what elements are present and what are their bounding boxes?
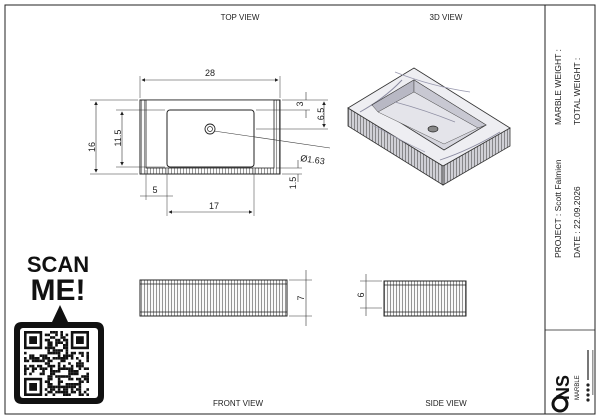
top-view-drain [204,123,216,135]
front-view-body [139,279,288,317]
3d-view-label: 3D VIEW [430,13,463,22]
social-icons [586,350,594,402]
side-view-body [383,280,467,317]
logo-text: NS [553,375,573,400]
dim-overall-depth: 16 [87,142,97,152]
scan-me-line2: ME! [31,274,86,307]
dim-offset-left: 5 [152,185,157,195]
dim-basin-length: 17 [209,201,219,211]
top-view-label: TOP VIEW [221,13,260,22]
3d-view [347,67,511,186]
date-label: DATE : 22.09.2026 [572,186,582,258]
qr-code [24,331,89,396]
company-logo: NS MARBLE [551,350,594,413]
front-view: 7 [139,270,312,326]
scan-me-block: SCAN ME! [14,252,104,404]
dim-overall-length: 28 [205,68,215,78]
dim-front-height: 7 [296,295,306,300]
marble-weight-label: MARBLE WEIGHT : [553,49,563,125]
total-weight-label: TOTAL WEIGHT : [572,58,582,125]
title-block: MARBLE WEIGHT : TOTAL WEIGHT : PROJECT :… [551,49,594,413]
side-view: 6 [356,274,467,317]
scan-me-line1: SCAN [27,252,89,277]
3d-drain [427,125,439,133]
dim-rim-back-total: 6.5 [316,108,326,121]
sheet-border [4,4,596,415]
dim-rim-front: 1.5 [288,177,298,190]
front-view-label: FRONT VIEW [213,399,264,408]
dim-basin-depth: 11.5 [113,130,123,147]
side-view-label: SIDE VIEW [425,399,467,408]
top-view [139,99,281,175]
logo-subtext: MARBLE [575,375,581,400]
dim-side-height: 6 [356,292,366,297]
project-label: PROJECT : Scott Falmien [553,159,563,258]
dim-rim-back: 3 [295,101,305,106]
top-view-dimensions: 28 16 11.5 3 6.5 1.5 5 17 [87,68,331,216]
top-view-basin [166,109,255,168]
dim-drain-diameter: Ø1.63 [300,153,326,166]
